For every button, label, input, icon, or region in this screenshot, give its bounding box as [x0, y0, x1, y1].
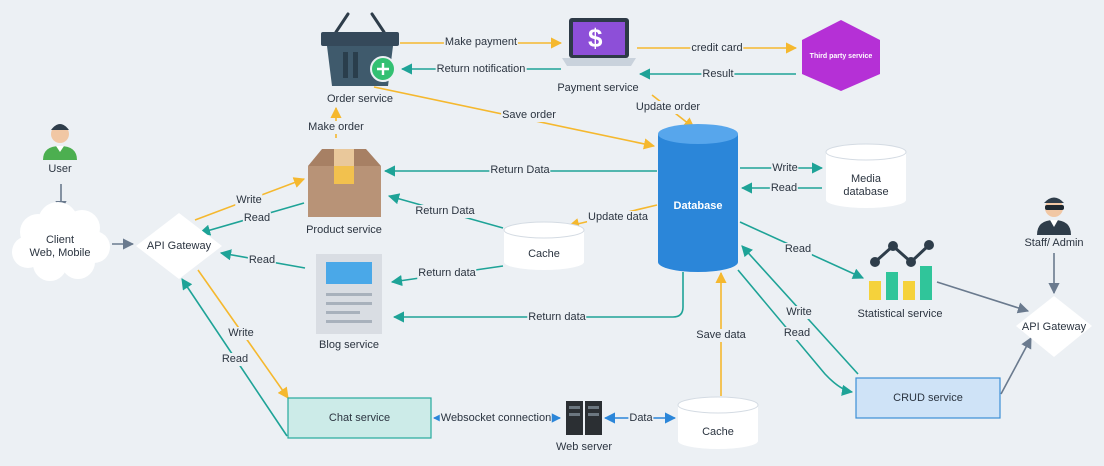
chat-service-box — [287, 397, 432, 439]
database-cylinder — [658, 124, 738, 272]
crud-service-label: CRUD service — [893, 391, 963, 404]
edge-label-chat-write: Write — [227, 327, 255, 340]
server-icon — [566, 401, 602, 435]
edge-label-save-data: Save data — [695, 329, 747, 342]
blog-service-label: Blog service — [319, 339, 379, 351]
edge-label-db-return-blog: Return data — [527, 311, 587, 324]
chat-service-label: Chat service — [328, 411, 391, 424]
document-icon — [316, 254, 382, 334]
edge-stat-gateway — [936, 281, 1030, 314]
edge-label-gateway-read: Read — [242, 212, 272, 225]
cache-mid-label: Cache — [528, 247, 560, 260]
web-server-label: Web server — [555, 441, 613, 453]
edge-label-chat-read: Read — [220, 353, 250, 366]
edge-label-cache-return-product: Return Data — [414, 205, 476, 218]
dollar-sign: $ — [588, 23, 603, 53]
cache-mid-cylinder — [503, 221, 585, 270]
client-label: Client Web, Mobile — [29, 234, 91, 259]
edge-label-crud-read: Read — [782, 327, 812, 340]
edge-label-save-order: Save order — [501, 109, 557, 122]
edge-label-make-order: Make order — [307, 121, 365, 134]
edge-label-write-media: Write — [771, 162, 799, 175]
api-gateway-right-label: API Gateway — [1021, 320, 1087, 333]
media-db-label: Media database — [843, 173, 889, 198]
edge-label-crud-write: Write — [785, 306, 813, 319]
edge-label-update-data: Update data — [587, 211, 649, 224]
user-label: User — [48, 163, 72, 175]
laptop-icon — [562, 18, 636, 66]
cache-bottom-cylinder — [677, 396, 759, 449]
edge-label-credit-card: credit card — [690, 42, 744, 55]
third-party-hexagon — [802, 20, 880, 91]
user-icon — [43, 124, 77, 160]
crud-service-box — [855, 377, 1001, 419]
edge-label-result: Result — [701, 68, 735, 81]
edge-label-read-media: Read — [769, 182, 799, 195]
client-cloud — [12, 202, 110, 281]
edge-read-crud — [737, 269, 854, 396]
order-service-label: Order service — [326, 93, 394, 105]
api-gateway-right-diamond — [1016, 296, 1092, 357]
api-gateway-left-label: API Gateway — [146, 239, 212, 252]
admin-icon — [1037, 197, 1071, 235]
media-db-cylinder — [825, 143, 907, 208]
edge-db-return-blog — [392, 272, 684, 323]
edge-label-make-payment: Make payment — [443, 36, 519, 49]
basket-icon — [321, 12, 399, 86]
payment-service-label: Payment service — [557, 82, 639, 94]
edge-label-websocket: Websocket connection — [439, 412, 553, 425]
database-label: Database — [673, 199, 723, 212]
edge-label-read-stat: Read — [783, 243, 813, 256]
cache-bottom-label: Cache — [702, 425, 734, 438]
edge-label-blog-read: Read — [247, 254, 277, 267]
api-gateway-left-diamond — [136, 213, 222, 279]
edge-label-gateway-write: Write — [235, 194, 263, 207]
statistical-service-label: Statistical service — [857, 308, 943, 320]
staff-admin-label: Staff/ Admin — [1024, 237, 1084, 249]
edge-label-data: Data — [628, 412, 654, 425]
edge-label-cache-return-blog: Return data — [417, 267, 477, 280]
edge-label-db-return-product: Return Data — [489, 164, 551, 177]
statistics-icon — [869, 240, 934, 300]
product-service-label: Product service — [306, 224, 382, 236]
edge-crud-gateway — [1000, 337, 1032, 395]
edge-label-return-notification: Return notification — [435, 63, 527, 76]
box-icon — [308, 149, 381, 217]
third-party-label: Third party service — [809, 52, 873, 60]
edge-label-update-order: Update order — [634, 101, 702, 114]
